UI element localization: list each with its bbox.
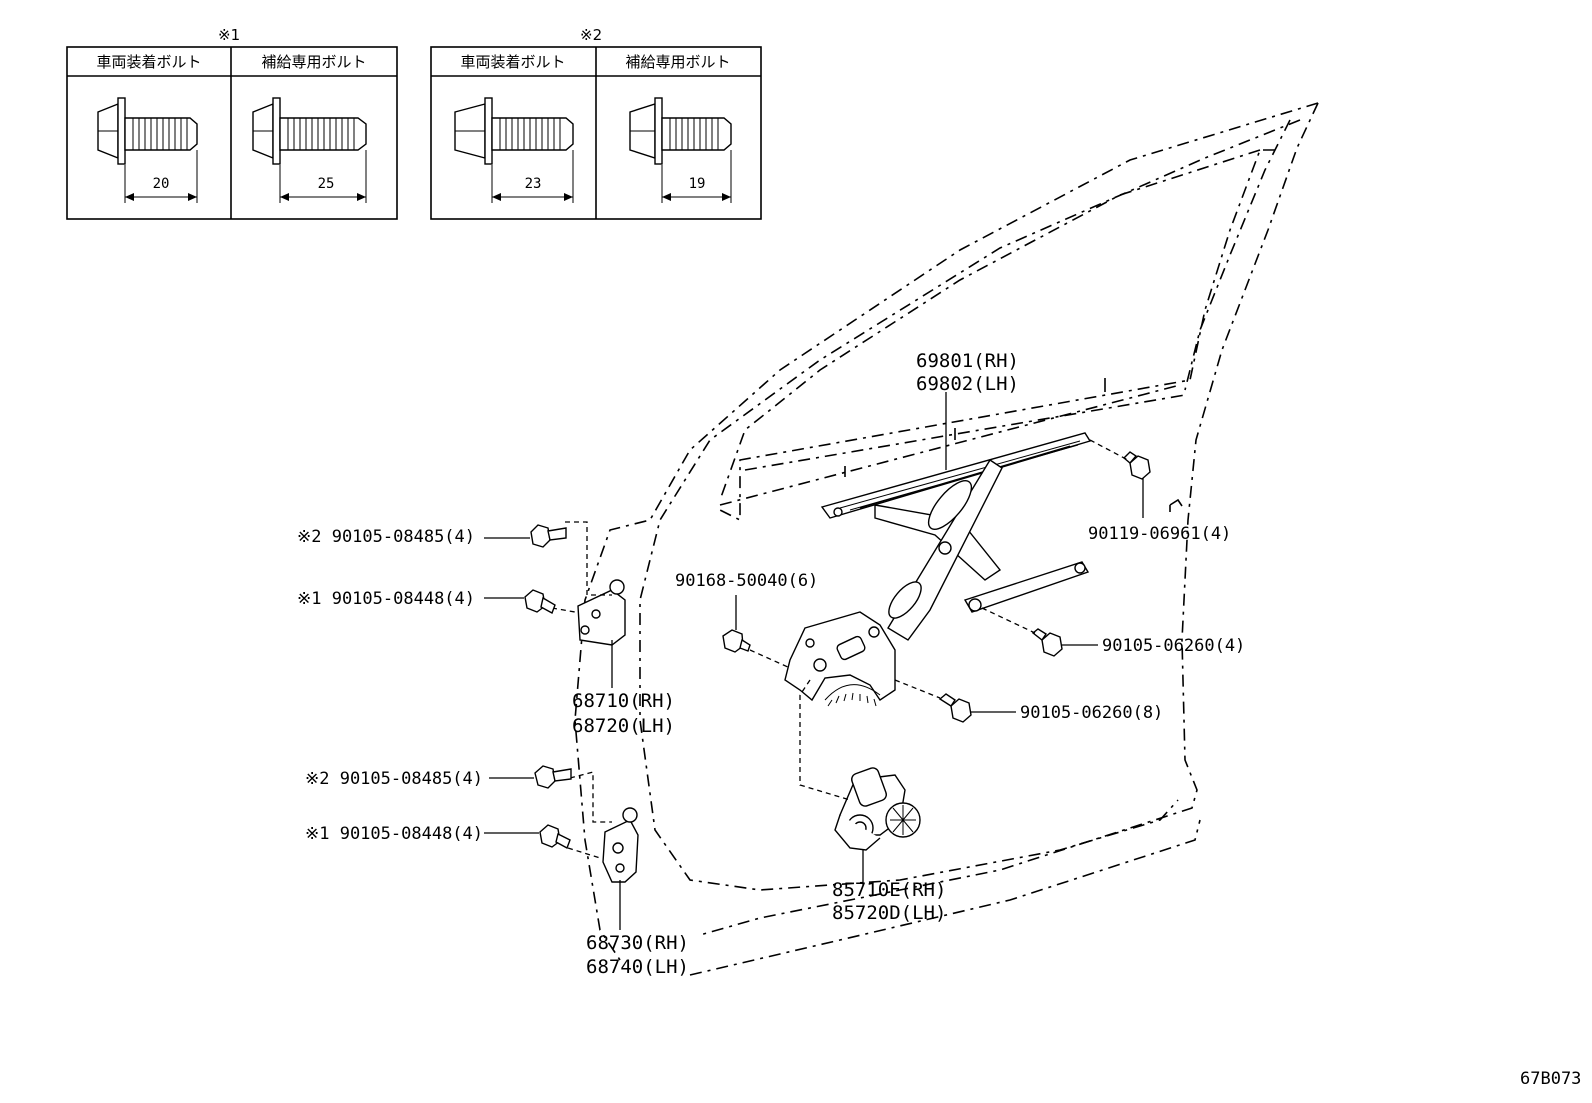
bolt-icon	[454, 97, 574, 165]
bolt-icon	[539, 824, 571, 850]
callout-upper-hinge-lh: 68720(LH)	[572, 715, 675, 737]
bolt-icon	[524, 589, 556, 615]
figure-code: 67B073	[1520, 1069, 1581, 1089]
bolt-icon	[629, 97, 732, 165]
bolt-icon	[1122, 451, 1151, 480]
table-2-dim-installed: 23	[525, 176, 542, 192]
table-1-frame	[66, 46, 398, 220]
bolt-table-1: ※1 車両装着ボルト 補給専用ボルト 20 25	[66, 26, 398, 220]
table-2-dim-supply: 19	[689, 176, 706, 192]
table-1-mark: ※1	[218, 26, 240, 44]
callout-lower-hinge-rh: 68730(RH)	[586, 932, 689, 954]
lower-hinge	[602, 807, 639, 883]
callout-lower-hinge-lh: 68740(LH)	[586, 956, 689, 978]
nut-icon	[722, 629, 751, 653]
table-2-header-supply: 補給専用ボルト	[625, 53, 730, 71]
callout-bolt-06260-4: 90105-06260(4)	[1102, 636, 1245, 656]
window-motor	[834, 767, 921, 851]
upper-hinge	[577, 579, 626, 646]
window-regulator	[784, 432, 1092, 707]
callout-motor-lh: 85720D(LH)	[832, 902, 946, 924]
bolt-icon	[530, 524, 567, 548]
table-2-mark: ※2	[580, 26, 602, 44]
bolt-table-2: ※2 車両装着ボルト 補給専用ボルト 23 19	[430, 26, 762, 220]
callout-upper-bolt-08448: ※1 90105-08448(4)	[297, 589, 475, 609]
callout-upper-bolt-08485: ※2 90105-08485(4)	[297, 527, 475, 547]
callout-lower-bolt-08448: ※1 90105-08448(4)	[305, 824, 483, 844]
table-2-header-installed: 車両装着ボルト	[460, 53, 565, 71]
table-1-header-installed: 車両装着ボルト	[96, 53, 201, 71]
bolt-icon	[938, 693, 972, 723]
callout-bolt-06260-8: 90105-06260(8)	[1020, 703, 1163, 723]
callout-upper-hinge-rh: 68710(RH)	[572, 690, 675, 712]
bolt-icon	[534, 765, 572, 789]
callout-motor-rh: 85710E(RH)	[832, 879, 946, 901]
callout-lower-bolt-08485: ※2 90105-08485(4)	[305, 769, 483, 789]
bolt-icon	[252, 97, 367, 165]
table-1-dim-installed: 20	[153, 176, 170, 192]
table-1-header-supply: 補給専用ボルト	[261, 53, 366, 71]
door-outline	[574, 102, 1319, 976]
bolt-icon	[1031, 628, 1063, 657]
callout-nut-90168: 90168-50040(6)	[675, 571, 818, 591]
callout-regulator-lh: 69802(LH)	[916, 373, 1019, 395]
bolt-icon	[97, 97, 198, 165]
callout-bolt-90119: 90119-06961(4)	[1088, 524, 1231, 544]
table-1-dim-supply: 25	[318, 176, 335, 192]
callout-regulator-rh: 69801(RH)	[916, 350, 1019, 372]
